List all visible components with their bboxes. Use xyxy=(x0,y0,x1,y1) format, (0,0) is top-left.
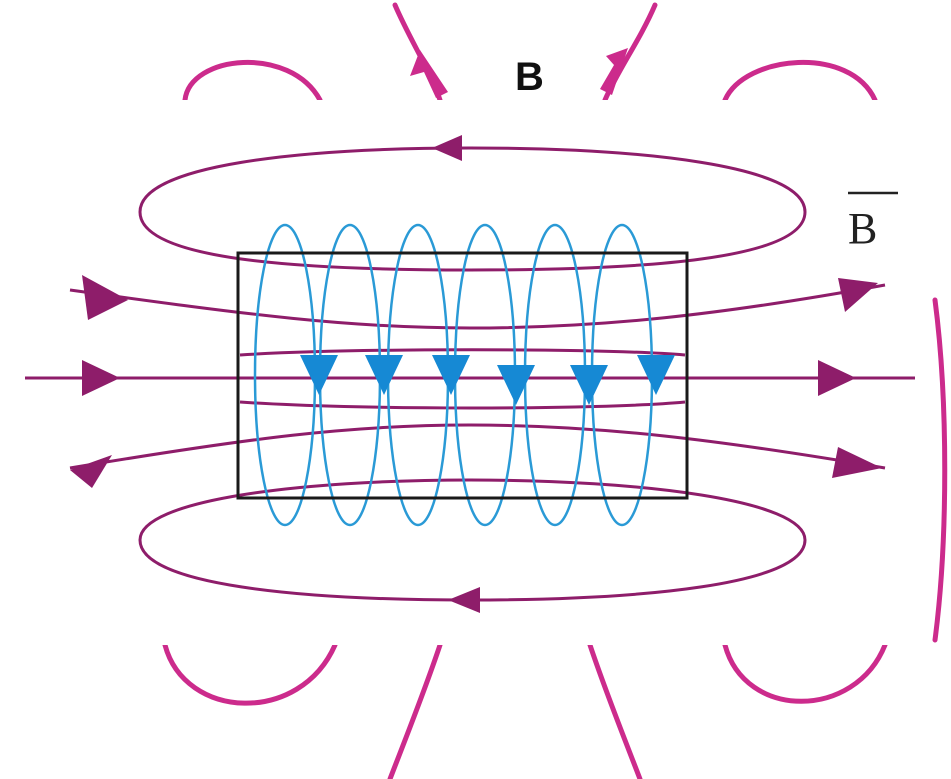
outer-arrow-top-right xyxy=(600,48,628,95)
coil-arrows xyxy=(300,355,675,405)
coil-arrow-1 xyxy=(300,355,338,395)
outer-line-bottom-left xyxy=(387,642,443,779)
coil-arrow-5 xyxy=(570,365,608,405)
outer-field-label: B xyxy=(515,55,544,99)
field-line-4 xyxy=(239,348,686,357)
arrow-left-middle xyxy=(82,360,120,396)
coil-arrow-6 xyxy=(637,355,675,395)
solenoid-body xyxy=(236,251,689,500)
outer-loop-bottom-right xyxy=(722,642,888,704)
arrow-left-lower xyxy=(70,455,112,488)
outer-line-right-edge xyxy=(932,297,948,643)
outer-field-arrows xyxy=(410,48,628,98)
outer-loop-top-left xyxy=(182,59,323,103)
arrow-left-upper xyxy=(82,275,128,320)
field-line-1 xyxy=(69,283,886,330)
coil-arrow-3 xyxy=(432,355,470,395)
inner-field-arrows xyxy=(70,135,882,613)
field-line-3 xyxy=(69,423,886,470)
outer-field-lines xyxy=(162,2,948,779)
outer-line-bottom-right xyxy=(587,642,643,779)
arrow-bottom-loop xyxy=(448,587,480,613)
outer-loop-bottom-left xyxy=(162,642,338,706)
diagram-panel xyxy=(20,100,930,645)
outer-loop-top-right xyxy=(722,59,878,103)
field-loop-top xyxy=(138,146,807,272)
arrow-right-lower xyxy=(832,447,882,478)
coil-arrow-4 xyxy=(497,365,535,405)
outer-arrow-top-left xyxy=(410,50,448,98)
coil-arrow-2 xyxy=(365,355,403,395)
arrow-right-upper xyxy=(838,278,878,312)
field-line-5 xyxy=(239,400,686,410)
inner-field-label-group: B xyxy=(848,191,898,253)
arrow-right-middle xyxy=(818,360,856,396)
arrow-top-loop xyxy=(432,135,462,161)
inner-field-label: B xyxy=(848,204,877,253)
